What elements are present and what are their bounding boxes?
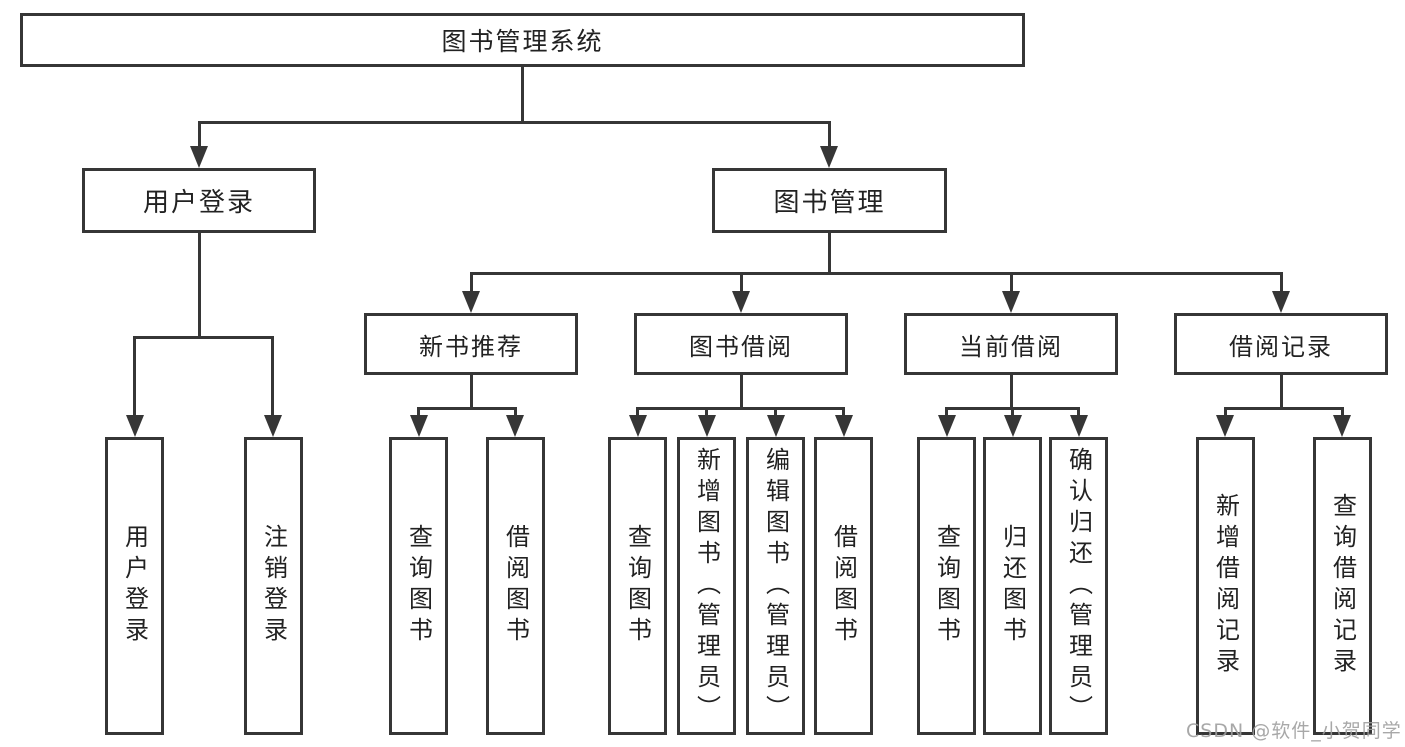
node-label: 图书管理 (773, 188, 886, 218)
arrow-down-icon (629, 415, 647, 437)
connector-shaft (828, 121, 831, 146)
connector-current-vline (1010, 375, 1013, 407)
connector-newbook-hline (417, 407, 517, 410)
arrow-down-icon (1216, 415, 1234, 437)
node-borrowing-records: 借阅记录 (1174, 313, 1388, 375)
connector-shaft (842, 407, 845, 415)
leaf-logout: 注销登录 (244, 437, 303, 735)
arrow-down-icon (506, 415, 524, 437)
node-label: 查询借阅记录 (1328, 493, 1357, 679)
connector-root-hline (198, 121, 831, 124)
arrow-down-icon (462, 291, 480, 313)
connector-userlogin-vline (198, 233, 201, 336)
leaf-query-books-borrowing: 查询图书 (608, 437, 667, 735)
leaf-user-login: 用户登录 (105, 437, 164, 735)
connector-borrowing-hline (636, 407, 845, 410)
leaf-borrow-books-recommend: 借阅图书 (486, 437, 545, 735)
watermark-text: CSDN @软件_小贺同学 (1186, 720, 1402, 742)
leaf-query-borrow-record: 查询借阅记录 (1313, 437, 1372, 735)
leaf-borrow-books-borrowing: 借阅图书 (814, 437, 873, 735)
connector-shaft (133, 336, 136, 415)
arrow-down-icon (835, 415, 853, 437)
connector-shaft (1341, 407, 1344, 415)
arrow-down-icon (1004, 415, 1022, 437)
arrow-down-icon (1070, 415, 1088, 437)
connector-bookmgmt-hline (470, 272, 1282, 275)
connector-shaft (198, 121, 201, 146)
connector-shaft (1011, 407, 1014, 415)
connector-borrowing-vline (740, 375, 743, 407)
arrow-down-icon (732, 291, 750, 313)
connector-shaft (636, 407, 639, 415)
connector-shaft (774, 407, 777, 415)
connector-shaft (271, 336, 274, 415)
connector-shaft (705, 407, 708, 415)
node-new-book-recommendation: 新书推荐 (364, 313, 578, 375)
node-label: 借阅图书 (501, 524, 530, 648)
node-label: 借阅图书 (829, 524, 858, 648)
node-book-borrowing: 图书借阅 (634, 313, 848, 375)
node-book-management: 图书管理 (712, 168, 947, 233)
leaf-confirm-return-admin: 确认归还（管理员） (1049, 437, 1108, 735)
node-label: 用户登录 (142, 188, 255, 218)
connector-userlogin-hline (133, 336, 274, 339)
leaf-return-books: 归还图书 (983, 437, 1042, 735)
leaf-query-books-current: 查询图书 (917, 437, 976, 735)
node-label: 编辑图书（管理员） (761, 446, 790, 726)
leaf-query-books-recommend: 查询图书 (389, 437, 448, 735)
node-current-borrowing: 当前借阅 (904, 313, 1118, 375)
connector-shaft (1224, 407, 1227, 415)
node-label: 用户登录 (120, 524, 149, 648)
connector-shaft (1280, 272, 1283, 291)
arrow-down-icon (1333, 415, 1351, 437)
connector-shaft (1010, 272, 1013, 291)
node-label: 新增图书（管理员） (692, 446, 721, 726)
node-label: 注销登录 (259, 524, 288, 648)
arrow-down-icon (820, 146, 838, 168)
node-label: 确认归还（管理员） (1064, 446, 1093, 726)
arrow-down-icon (698, 415, 716, 437)
node-library-management-system: 图书管理系统 (20, 13, 1025, 67)
node-label: 归还图书 (998, 524, 1027, 648)
node-label: 新书推荐 (419, 332, 523, 361)
connector-root-vline (521, 67, 524, 121)
arrow-down-icon (190, 146, 208, 168)
connector-shaft (740, 272, 743, 291)
arrow-down-icon (410, 415, 428, 437)
node-label: 查询图书 (932, 524, 961, 648)
node-label: 图书管理系统 (441, 27, 604, 56)
arrow-down-icon (264, 415, 282, 437)
leaf-edit-books-admin: 编辑图书（管理员） (746, 437, 805, 735)
node-user-login: 用户登录 (82, 168, 316, 233)
connector-shaft (470, 272, 473, 291)
arrow-down-icon (938, 415, 956, 437)
connector-bookmgmt-vline (828, 233, 831, 272)
arrow-down-icon (1272, 291, 1290, 313)
leaf-add-borrow-record: 新增借阅记录 (1196, 437, 1255, 735)
node-label: 查询图书 (623, 524, 652, 648)
node-label: 当前借阅 (959, 332, 1063, 361)
arrow-down-icon (767, 415, 785, 437)
node-label: 借阅记录 (1229, 332, 1333, 361)
connector-records-hline (1224, 407, 1343, 410)
connector-records-vline (1280, 375, 1283, 407)
arrow-down-icon (1002, 291, 1020, 313)
connector-shaft (417, 407, 420, 415)
node-label: 图书借阅 (689, 332, 793, 361)
connector-newbook-vline (470, 375, 473, 407)
connector-shaft (514, 407, 517, 415)
leaf-add-books-admin: 新增图书（管理员） (677, 437, 736, 735)
connector-shaft (1077, 407, 1080, 415)
arrow-down-icon (126, 415, 144, 437)
connector-shaft (945, 407, 948, 415)
node-label: 新增借阅记录 (1211, 493, 1240, 679)
node-label: 查询图书 (404, 524, 433, 648)
